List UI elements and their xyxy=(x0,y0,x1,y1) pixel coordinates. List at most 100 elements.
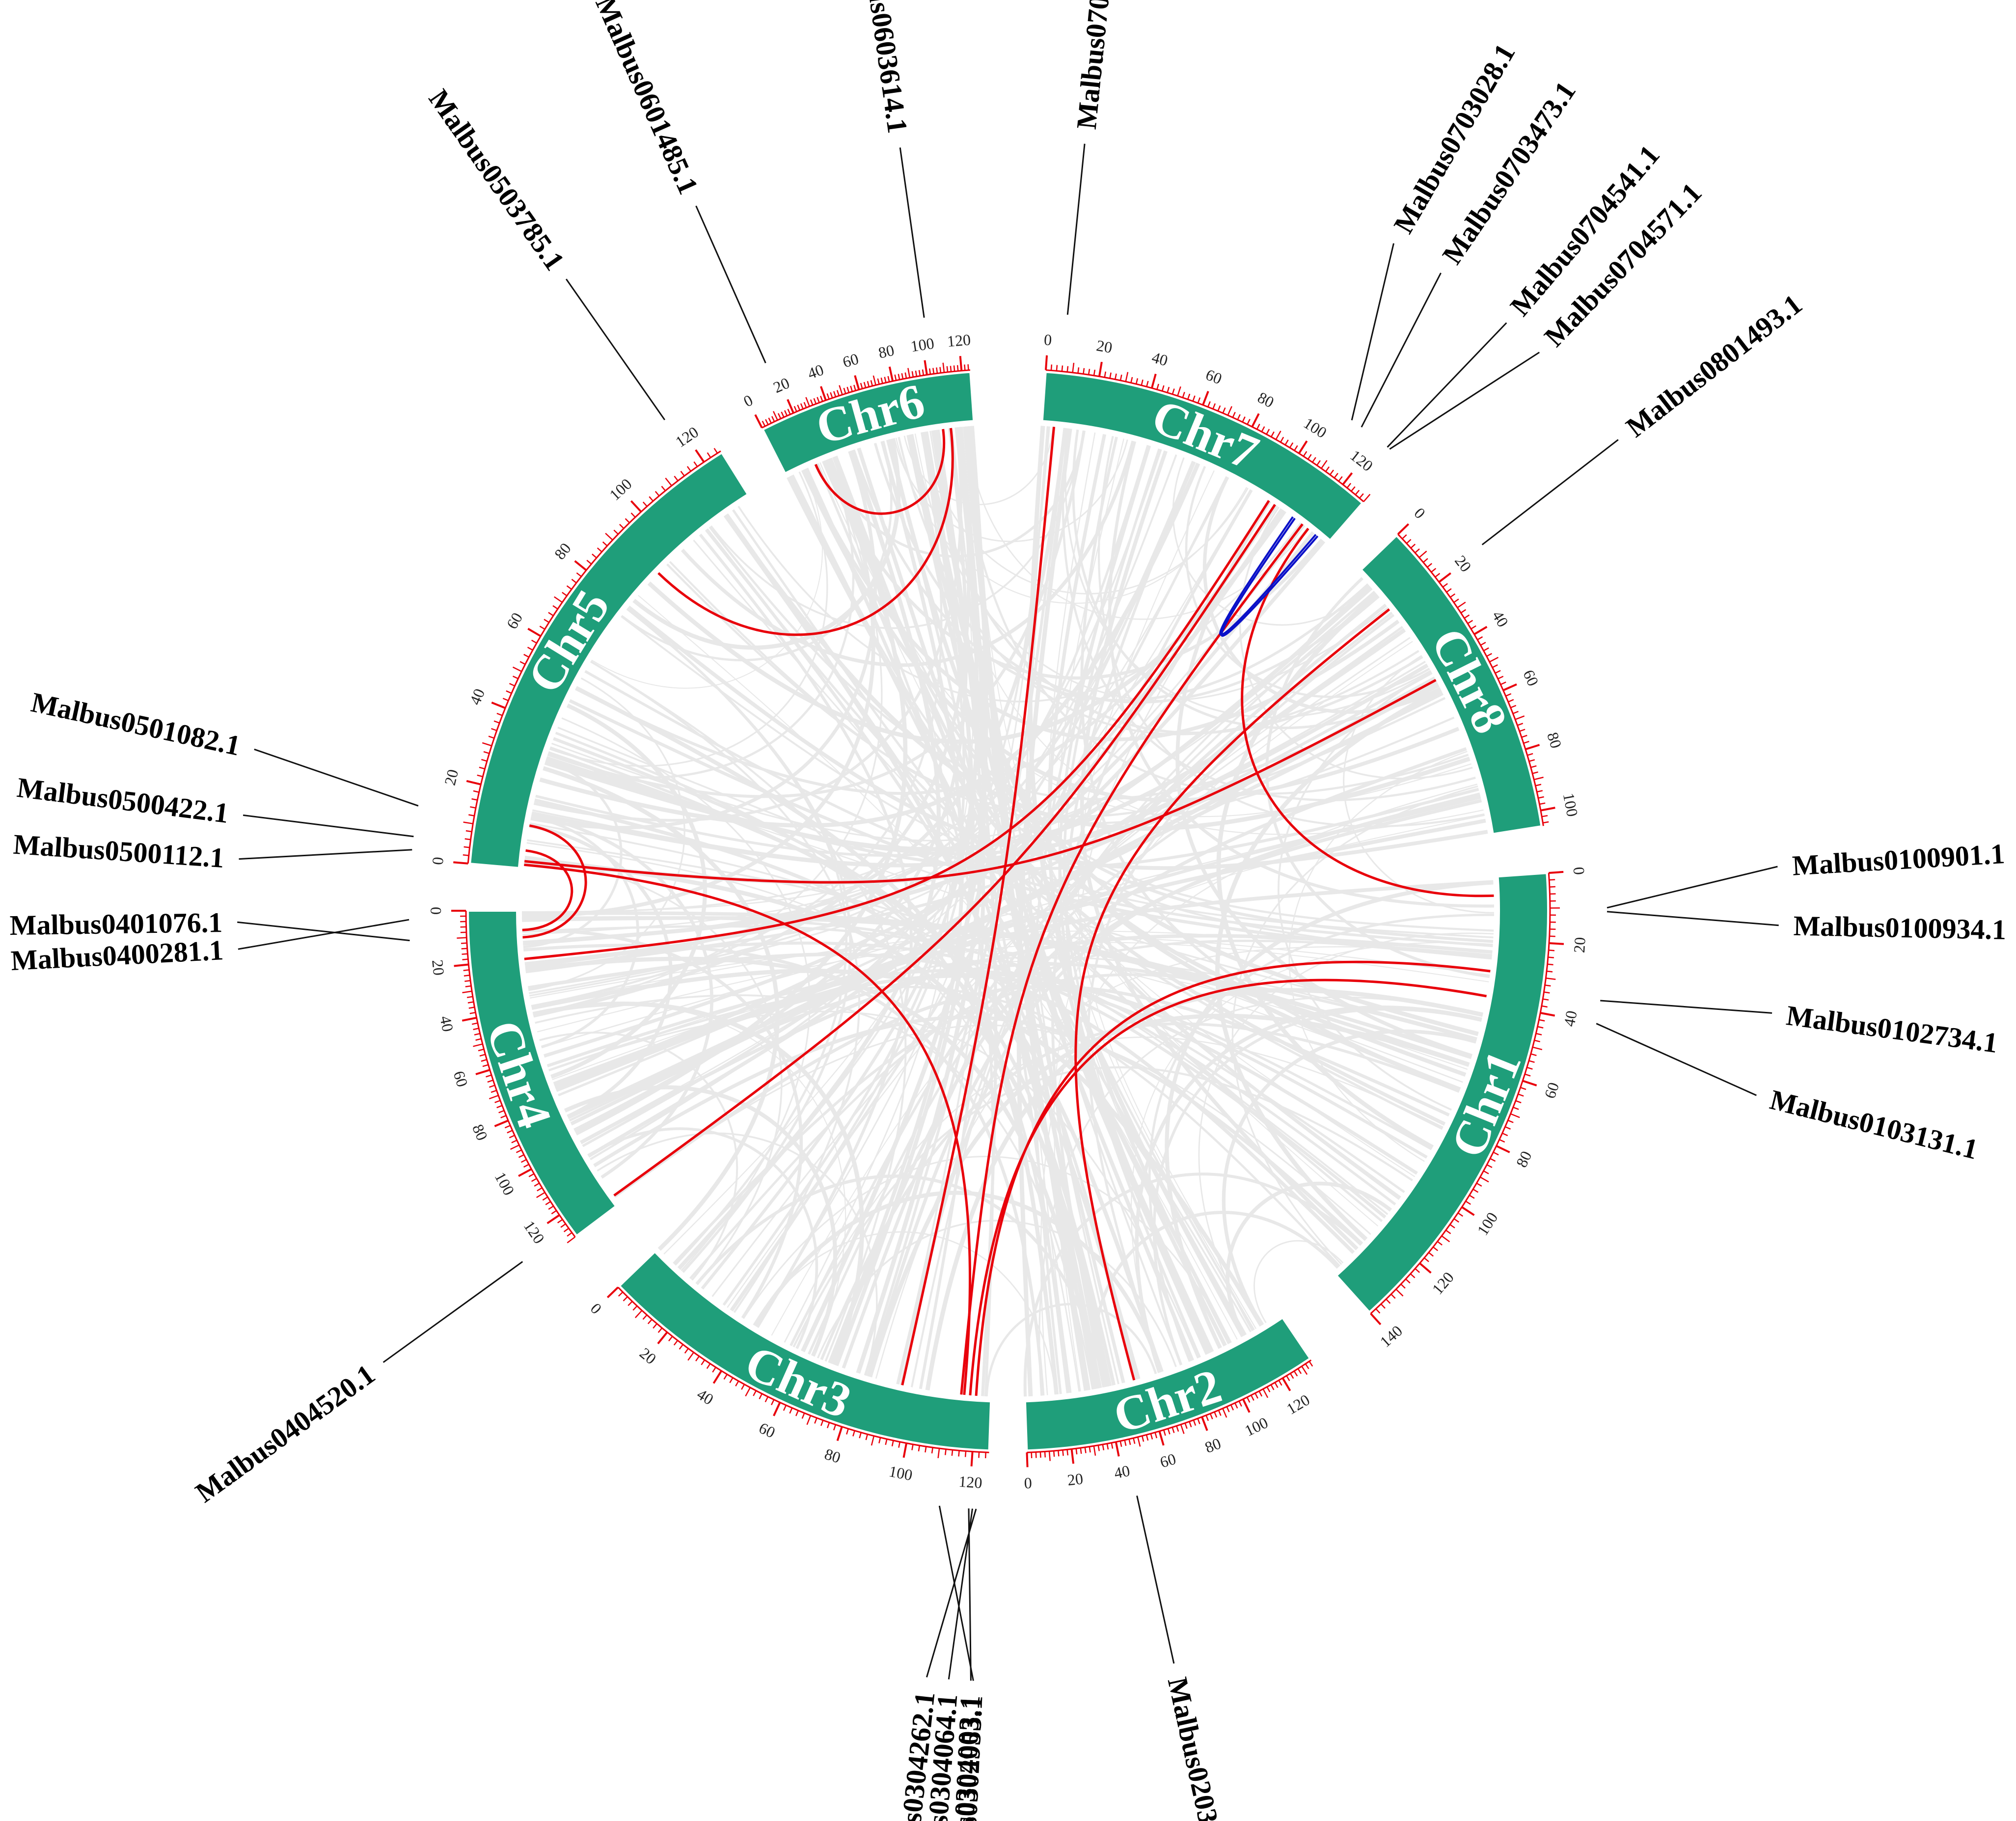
tick-mark xyxy=(833,391,837,397)
tick-mark xyxy=(1182,392,1185,398)
tick-mark xyxy=(918,1445,921,1452)
tick-mark xyxy=(878,1437,881,1443)
tick-mark xyxy=(820,386,827,401)
tick-mark xyxy=(500,1114,507,1118)
tick-label: 80 xyxy=(469,1122,491,1143)
tick-label: 0 xyxy=(740,391,756,410)
tick-mark xyxy=(1410,1273,1416,1278)
tick-mark xyxy=(527,647,533,651)
tick-mark xyxy=(1145,1435,1149,1441)
tick-label: 40 xyxy=(1113,1462,1132,1482)
tick-label: 60 xyxy=(841,350,861,371)
tick-label: 120 xyxy=(672,423,702,451)
tick-label: 120 xyxy=(947,330,972,350)
tick-mark xyxy=(1460,609,1467,614)
background-link xyxy=(970,426,1087,1391)
tick-label: 60 xyxy=(503,609,526,632)
tick-mark xyxy=(877,378,880,384)
tick-mark xyxy=(1184,1422,1188,1429)
tick-mark xyxy=(695,449,705,463)
tick-mark xyxy=(1222,1408,1227,1418)
tick-mark xyxy=(518,1154,524,1158)
tick-mark xyxy=(1048,1451,1051,1461)
tick-mark xyxy=(863,381,867,388)
tick-mark xyxy=(810,399,814,406)
tick-mark xyxy=(567,1232,572,1237)
tick-mark xyxy=(1238,1401,1242,1407)
chr6-scale-axis xyxy=(762,369,971,429)
tick-mark xyxy=(872,375,876,385)
tick-mark xyxy=(1158,1431,1165,1446)
tick-mark xyxy=(1301,1366,1308,1375)
tick-mark xyxy=(461,942,467,944)
tick-label: 20 xyxy=(1095,336,1114,356)
background-link xyxy=(1080,436,1461,1091)
tick-mark xyxy=(712,1370,722,1384)
tick-mark xyxy=(826,1422,830,1429)
tick-mark xyxy=(924,360,928,375)
tick-mark xyxy=(1084,1447,1087,1453)
tick-mark xyxy=(1266,429,1270,435)
background-synteny-links xyxy=(521,426,1495,1397)
background-link xyxy=(590,660,860,1313)
tick-mark xyxy=(474,1033,480,1036)
tick-mark xyxy=(1171,388,1175,395)
tick-mark xyxy=(777,413,782,419)
background-link xyxy=(873,442,1380,704)
tick-mark xyxy=(1427,563,1432,568)
tick-mark xyxy=(939,367,942,373)
background-link xyxy=(1098,435,1485,828)
tick-mark xyxy=(867,381,870,387)
background-link xyxy=(522,462,1199,936)
tick-mark xyxy=(552,605,558,610)
tick-mark xyxy=(647,1319,653,1325)
tick-mark xyxy=(793,406,797,412)
tick-mark xyxy=(1546,978,1556,980)
tick-mark xyxy=(1549,942,1564,945)
tick-mark xyxy=(902,1443,908,1458)
tick-mark xyxy=(490,1089,497,1093)
tick-label: 80 xyxy=(1512,1148,1535,1170)
tick-mark xyxy=(1397,523,1410,535)
background-link xyxy=(548,942,1489,1071)
tick-mark xyxy=(494,1100,501,1103)
tick-mark xyxy=(1512,710,1519,714)
tick-mark xyxy=(865,1434,869,1440)
tick-mark xyxy=(1461,1206,1475,1216)
tick-mark xyxy=(1449,1224,1455,1229)
tick-mark xyxy=(959,356,963,371)
tick-mark xyxy=(1453,1218,1460,1223)
tick-mark xyxy=(1431,568,1437,573)
tick-mark xyxy=(884,377,887,383)
background-link xyxy=(531,432,943,1008)
background-link xyxy=(967,426,1379,1226)
tick-mark xyxy=(1510,1113,1520,1118)
tick-mark xyxy=(562,592,568,597)
tandem-link xyxy=(1220,517,1319,637)
background-link xyxy=(673,973,1477,1265)
background-link xyxy=(1026,426,1119,1385)
tick-mark xyxy=(560,1223,566,1228)
tick-mark xyxy=(814,1417,817,1424)
tick-mark xyxy=(1256,424,1260,430)
tick-mark xyxy=(1543,821,1549,824)
tick-label: 20 xyxy=(429,959,448,976)
chr7-ideogram xyxy=(1041,371,1364,542)
gene-leader-line xyxy=(1136,1495,1175,1664)
tick-mark xyxy=(836,1426,843,1441)
tick-mark xyxy=(1530,765,1537,768)
tick-mark xyxy=(773,1402,781,1416)
tick-mark xyxy=(846,1428,849,1435)
tick-mark xyxy=(516,1149,522,1153)
tick-mark xyxy=(1549,950,1555,951)
tick-mark xyxy=(1519,729,1526,732)
tick-mark xyxy=(1469,1195,1475,1199)
tick-mark xyxy=(918,370,921,376)
background-link xyxy=(539,462,1200,828)
gene-label: Malbus0500422.1 xyxy=(15,771,230,829)
tick-label: 20 xyxy=(1451,552,1475,575)
tick-mark xyxy=(1058,1450,1060,1457)
background-link xyxy=(914,433,1484,835)
tick-mark xyxy=(466,780,481,786)
tick-label: 20 xyxy=(771,374,792,396)
